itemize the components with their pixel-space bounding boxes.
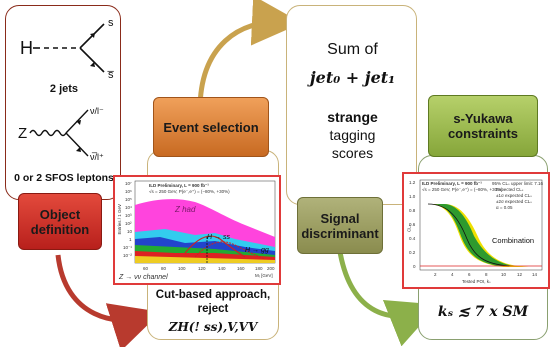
arrow-object-to-event — [55, 254, 162, 347]
z-decay-diagram: Z ν/l⁻ ν̅/l⁺ — [18, 106, 104, 162]
cls-xlabel: Tested POI, kₛ — [462, 279, 491, 284]
event-selection-tab: Event selection — [153, 97, 269, 157]
cls-legend-item-alpha: α = 0.05 — [496, 205, 513, 210]
background-yellow-region — [135, 256, 275, 263]
cls-legend-title: 95% CLₛ upper limit: 7.16 — [492, 181, 543, 186]
y-tick-0: 10⁷ — [125, 181, 132, 186]
cls-x-tick-0: 2 — [434, 272, 437, 277]
sbar-quark-label: s̅ — [107, 69, 115, 80]
y-tick-2: 10⁵ — [125, 197, 132, 202]
x-tick-0: 60 — [143, 266, 149, 271]
y-tick-7: 1 — [129, 237, 132, 242]
cls-y-tick-0: 0 — [413, 264, 416, 269]
event-selection-caption-math: ZH(! ss),V,VV — [168, 320, 258, 334]
sum-of-text: Sum of — [327, 41, 378, 58]
one-sigma-band — [432, 204, 514, 266]
cls-x-tick-3: 8 — [485, 272, 488, 277]
expected-cls-line — [427, 203, 510, 267]
z-symbol: Z — [18, 125, 27, 142]
cls-legend-item-2sigma: ±2σ expected CLₛ — [496, 199, 532, 204]
arrow-signal-to-yukawa — [337, 251, 439, 347]
y-tick-5: 10² — [125, 221, 132, 226]
invariant-mass-histogram — [134, 180, 276, 264]
cls-y-tick-3: 0.6 — [409, 222, 416, 227]
object-definition-tab: Object definition — [18, 193, 102, 250]
arrow-event-to-signal — [197, 0, 302, 111]
two-sigma-band — [428, 204, 529, 267]
zhad-label: Z had — [175, 205, 196, 214]
cls-y-tick-2: 0.4 — [409, 236, 416, 241]
yukawa-cls-plot: ILD Preliminary, L = 900 fb⁻¹ √s = 250 G… — [402, 172, 550, 289]
s-quark-label: s — [108, 17, 114, 29]
signal-discriminant-tab: Signal discriminant — [297, 197, 383, 254]
cls-legend-item-expected: Expected CLₛ — [496, 187, 524, 192]
x-tick-7: 200 — [267, 266, 275, 271]
jets-label: 2 jets — [49, 83, 79, 95]
tagging-text: tagging — [329, 127, 376, 143]
x-tick-3: 120 — [198, 266, 206, 271]
y-tick-1: 10⁶ — [125, 189, 132, 194]
h-ss-signal-line — [184, 235, 246, 258]
x-tick-6: 180 — [255, 266, 263, 271]
event-selection-plot: ILD Preliminary, L = 900 fb⁻¹ √s = 250 G… — [113, 175, 281, 285]
cls-x-tick-6: 14 — [532, 272, 538, 277]
neutrino-lepton-label: ν/l⁻ — [90, 106, 104, 116]
cls-x-tick-1: 4 — [451, 272, 454, 277]
x-tick-1: 80 — [161, 266, 167, 271]
leptons-label: 0 or 2 SFOS leptons — [14, 172, 114, 184]
h-gg-label: H → gg — [245, 247, 269, 254]
y-tick-4: 10³ — [125, 213, 132, 218]
cls-plot-header: ILD Preliminary, L = 900 fb⁻¹ — [422, 181, 482, 186]
signal-discriminant-card: Sum of jet₀ + jet₁ strange tagging score… — [286, 5, 417, 205]
antineutrino-lepton-label: ν̅/l⁺ — [90, 152, 104, 162]
cls-x-tick-5: 12 — [517, 272, 523, 277]
plot-subheader: √s = 250 GeV, P(e⁻,e⁺) = (−80%, +30%) — [149, 189, 230, 194]
cls-y-tick-4: 0.8 — [409, 208, 416, 213]
x-tick-4: 140 — [218, 266, 226, 271]
plot-header: ILD Preliminary, L = 900 fb⁻¹ — [149, 183, 209, 188]
cls-y-tick-6: 1.2 — [409, 180, 416, 185]
higgs-to-ss-diagram: H s s̅ — [20, 17, 115, 80]
cls-plot-subheader: √s = 250 GeV, P(e⁻,e⁺) = (−80%, +30%) — [422, 187, 503, 192]
plot-xlabel: Mᵣ [GeV] — [255, 273, 273, 278]
y-tick-8: 10⁻¹ — [123, 245, 132, 250]
combination-label: Combination — [492, 236, 535, 245]
plot-ylabel: Entries / 1 GeV — [117, 203, 123, 235]
plot-channel-label: Z → νν channel — [119, 274, 168, 281]
object-definition-card: H s s̅ 2 jets Z ν/l⁻ ν̅/l⁺ 0 or 2 SFOS l… — [5, 5, 121, 200]
s-yukawa-tab: s-Yukawa constraints — [428, 95, 538, 157]
x-tick-5: 160 — [237, 266, 245, 271]
cls-legend-item-1sigma: ±1σ expected CLₛ — [496, 193, 532, 198]
scores-text: scores — [331, 145, 374, 161]
cls-limit-curve — [419, 179, 543, 271]
yukawa-result: kₛ ≲ 7 x SM — [437, 304, 529, 320]
h-ss-label: H → ss — [207, 234, 230, 241]
y-tick-3: 10⁴ — [125, 205, 132, 210]
strange-text: strange — [327, 109, 378, 125]
y-tick-6: 10 — [127, 229, 133, 234]
cls-x-tick-2: 6 — [468, 272, 471, 277]
cls-y-tick-1: 0.2 — [409, 250, 416, 255]
y-tick-9: 10⁻² — [123, 253, 132, 258]
x-tick-2: 100 — [178, 266, 186, 271]
cls-x-tick-4: 10 — [501, 272, 507, 277]
jet-sum-math: jet₀ + jet₁ — [309, 68, 396, 87]
event-selection-caption: Cut-based approach, reject — [155, 289, 271, 315]
higgs-symbol: H — [20, 38, 33, 58]
cls-y-tick-5: 1.0 — [409, 194, 416, 199]
